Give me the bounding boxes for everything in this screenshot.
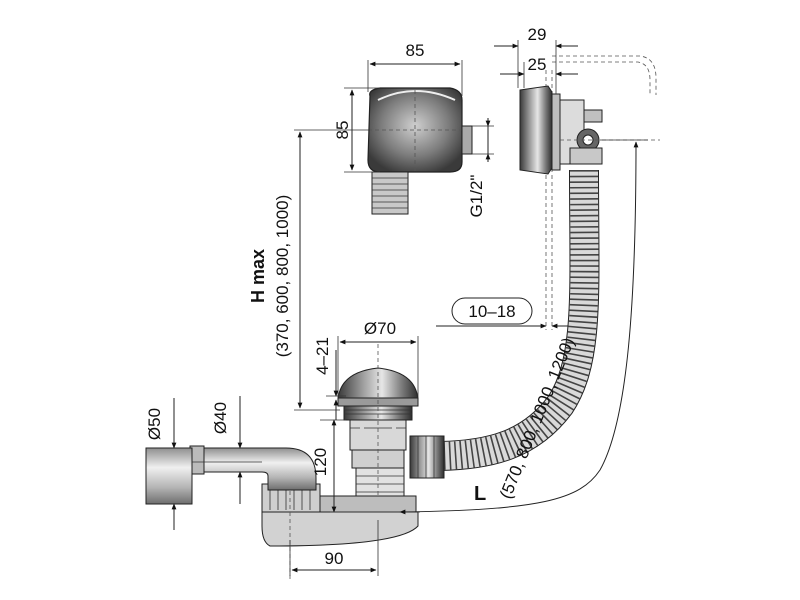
overflow-box-front xyxy=(367,87,473,215)
overflow-corrugated-pipe xyxy=(371,171,409,215)
dim-overflow-width: 85 xyxy=(367,41,463,96)
dim-label-l-title: L xyxy=(474,483,486,505)
dim-label-d50: Ø50 xyxy=(145,408,164,440)
dim-label-d40: Ø40 xyxy=(211,402,230,434)
dim-plug-travel: 4–21 xyxy=(313,337,346,420)
dim-label-90: 90 xyxy=(325,549,344,568)
dim-wall-range: 10–18 xyxy=(436,297,568,329)
dim-plug-diameter: Ø70 xyxy=(337,319,419,398)
dim-label-4-21: 4–21 xyxy=(313,337,332,375)
dim-label-hmax-title: H max xyxy=(248,249,268,303)
dim-label-10-18: 10–18 xyxy=(468,302,515,321)
dim-pipe-d50: Ø50 xyxy=(145,398,177,530)
dim-depth: 29 25 xyxy=(494,25,578,94)
dim-label-85-width: 85 xyxy=(406,41,425,60)
overflow-side-view xyxy=(519,85,660,175)
dim-label-25: 25 xyxy=(528,55,547,74)
dim-label-thread: G1/2" xyxy=(467,175,486,218)
dim-label-29: 29 xyxy=(528,25,547,44)
dim-label-d70: Ø70 xyxy=(364,319,396,338)
dim-width-90: 90 xyxy=(289,520,379,576)
hose-connector xyxy=(409,435,445,479)
dim-label-hmax-values: (370, 600, 800, 1000) xyxy=(273,195,292,358)
dim-h-max: H max (370, 600, 800, 1000) xyxy=(248,129,370,411)
drain-assembly xyxy=(337,344,419,520)
tub-outline xyxy=(545,55,657,330)
outlet-pipe xyxy=(145,445,317,505)
dim-label-120: 120 xyxy=(311,448,330,476)
dim-pipe-d40: Ø40 xyxy=(211,396,243,504)
